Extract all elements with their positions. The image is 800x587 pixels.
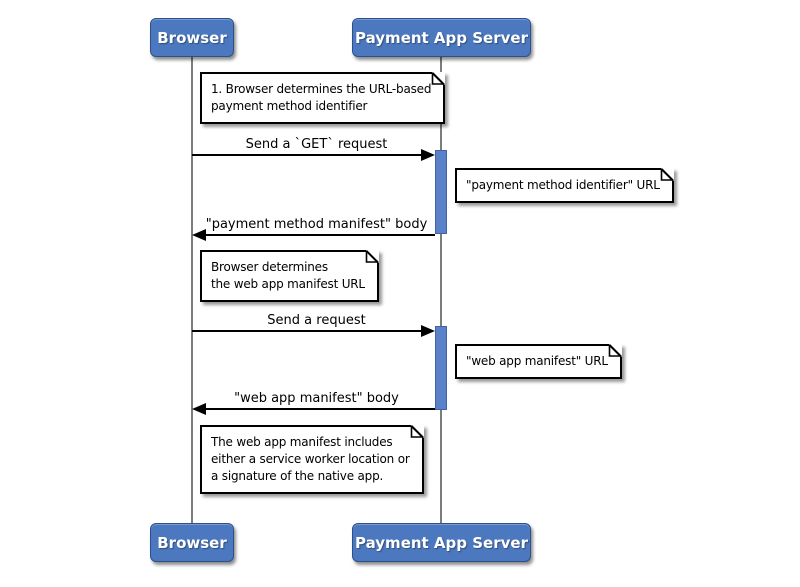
actor-server-label: Payment App Server [355,28,528,47]
actor-server-label: Payment App Server [355,533,528,552]
note-text: the web app manifest URL [211,277,365,291]
message-3-line [192,330,422,332]
note-payment-method-identifier-url: "payment method identifier" URL [455,168,674,203]
note-fold-icon [365,250,379,264]
note-text: either a service worker location or [211,452,410,466]
note-text: a signature of the native app. [211,469,384,483]
note-fold-icon [608,344,622,358]
actor-server-bottom: Payment App Server [352,523,531,562]
note-url-based-identifier: 1. Browser determines the URL-based paym… [200,72,446,124]
message-2-label: "payment method manifest" body [205,217,428,232]
note-browser-determines-manifest-url: Browser determines the web app manifest … [200,250,379,302]
arrowhead-right-icon [421,149,435,161]
message-2-line [205,234,435,236]
note-fold-icon [410,425,424,439]
note-text: The web app manifest includes [211,435,393,449]
message-4-line [205,408,435,410]
activation-bar-2 [435,326,447,410]
note-fold-icon [660,168,674,182]
message-3-label: Send a request [267,313,366,328]
message-4-label: "web app manifest" body [234,391,399,406]
actor-browser-top: Browser [150,18,234,57]
lifeline-server [440,57,442,523]
note-text: "web app manifest" URL [466,354,608,368]
note-fold-icon [431,72,446,86]
actor-browser-label: Browser [157,533,227,552]
note-text: payment method identifier [211,99,368,113]
note-manifest-contents: The web app manifest includes either a s… [200,425,424,494]
note-text: 1. Browser determines the URL-based [211,82,432,96]
arrowhead-left-icon [192,229,206,241]
lifeline-browser [191,57,193,523]
note-web-app-manifest-url: "web app manifest" URL [455,344,622,379]
actor-server-top: Payment App Server [352,18,531,57]
message-1-line [192,154,422,156]
message-1-label: Send a `GET` request [245,137,388,152]
arrowhead-left-icon [192,403,206,415]
note-text: Browser determines [211,260,328,274]
arrowhead-right-icon [421,325,435,337]
actor-browser-bottom: Browser [150,523,234,562]
actor-browser-label: Browser [157,28,227,47]
activation-bar-1 [435,150,447,234]
note-text: "payment method identifier" URL [466,178,660,192]
